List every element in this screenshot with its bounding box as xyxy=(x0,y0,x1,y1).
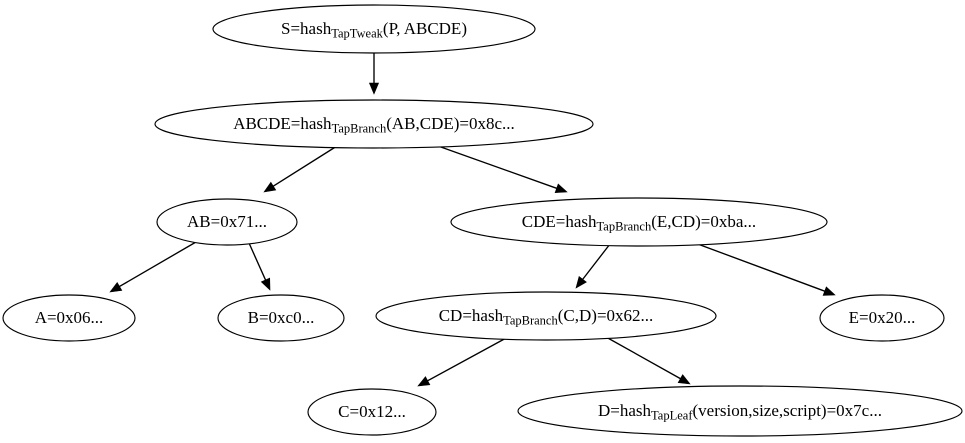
node-ellipse xyxy=(819,294,945,342)
node-label: E=0x20... xyxy=(849,308,916,327)
edge-ab-b xyxy=(248,242,271,291)
edge-abcde-ab xyxy=(263,145,338,193)
node-c[interactable]: C=0x12... xyxy=(307,388,437,436)
edge-cd-d xyxy=(605,336,691,385)
node-label: AB=0x71... xyxy=(187,212,267,231)
node-label: S=hashTapTweak(P, ABCDE) xyxy=(281,19,467,40)
node-label: A=0x06... xyxy=(35,308,104,327)
arrowhead-icon xyxy=(263,181,277,193)
node-layer: S=hashTapTweak(P, ABCDE) ABCDE=hashTapBra… xyxy=(2,4,963,437)
node-ab[interactable]: AB=0x71... xyxy=(156,198,298,246)
edge-cde-e xyxy=(694,242,836,296)
edge-cde-cd xyxy=(575,243,611,289)
node-s[interactable]: S=hashTapTweak(P, ABCDE) xyxy=(212,4,536,54)
node-ellipse xyxy=(156,198,298,246)
node-cd[interactable]: CD=hashTapBranch(C,D)=0x62... xyxy=(375,291,717,341)
node-ellipse xyxy=(154,99,594,149)
edge-cd-c xyxy=(417,336,509,387)
arrowhead-icon xyxy=(368,82,380,95)
node-label: D=hashTapLeaf(version,size,script)=0x7c.… xyxy=(598,401,882,422)
node-ellipse xyxy=(450,197,828,247)
node-d[interactable]: D=hashTapLeaf(version,size,script)=0x7c.… xyxy=(517,385,963,437)
arrowhead-icon xyxy=(417,376,431,387)
arrowhead-icon xyxy=(260,277,271,291)
edge-ab-a xyxy=(109,241,197,293)
node-ellipse xyxy=(517,385,963,437)
node-label: CD=hashTapBranch(C,D)=0x62... xyxy=(439,306,654,327)
node-abcde[interactable]: ABCDE=hashTapBranch(AB,CDE)=0x8c... xyxy=(154,99,594,149)
node-ellipse xyxy=(212,4,536,54)
arrowhead-icon xyxy=(822,286,836,296)
edge-layer xyxy=(109,53,836,387)
node-a[interactable]: A=0x06... xyxy=(2,294,136,342)
arrowhead-icon xyxy=(575,275,587,289)
node-label: ABCDE=hashTapBranch(AB,CDE)=0x8c... xyxy=(233,114,515,135)
node-cde[interactable]: CDE=hashTapBranch(E,CD)=0xba... xyxy=(450,197,828,247)
node-ellipse xyxy=(217,294,345,342)
node-label: B=0xc0... xyxy=(248,308,315,327)
node-label: C=0x12... xyxy=(338,402,406,421)
node-ellipse xyxy=(307,388,437,436)
node-label: CDE=hashTapBranch(E,CD)=0xba... xyxy=(522,212,756,233)
arrowhead-icon xyxy=(677,374,691,385)
node-ellipse xyxy=(375,291,717,341)
node-ellipse xyxy=(2,294,136,342)
arrowhead-icon xyxy=(109,281,123,293)
node-e[interactable]: E=0x20... xyxy=(819,294,945,342)
edge-s-abcde xyxy=(368,53,380,95)
arrowhead-icon xyxy=(554,183,568,193)
node-b[interactable]: B=0xc0... xyxy=(217,294,345,342)
edge-abcde-cde xyxy=(437,145,568,193)
